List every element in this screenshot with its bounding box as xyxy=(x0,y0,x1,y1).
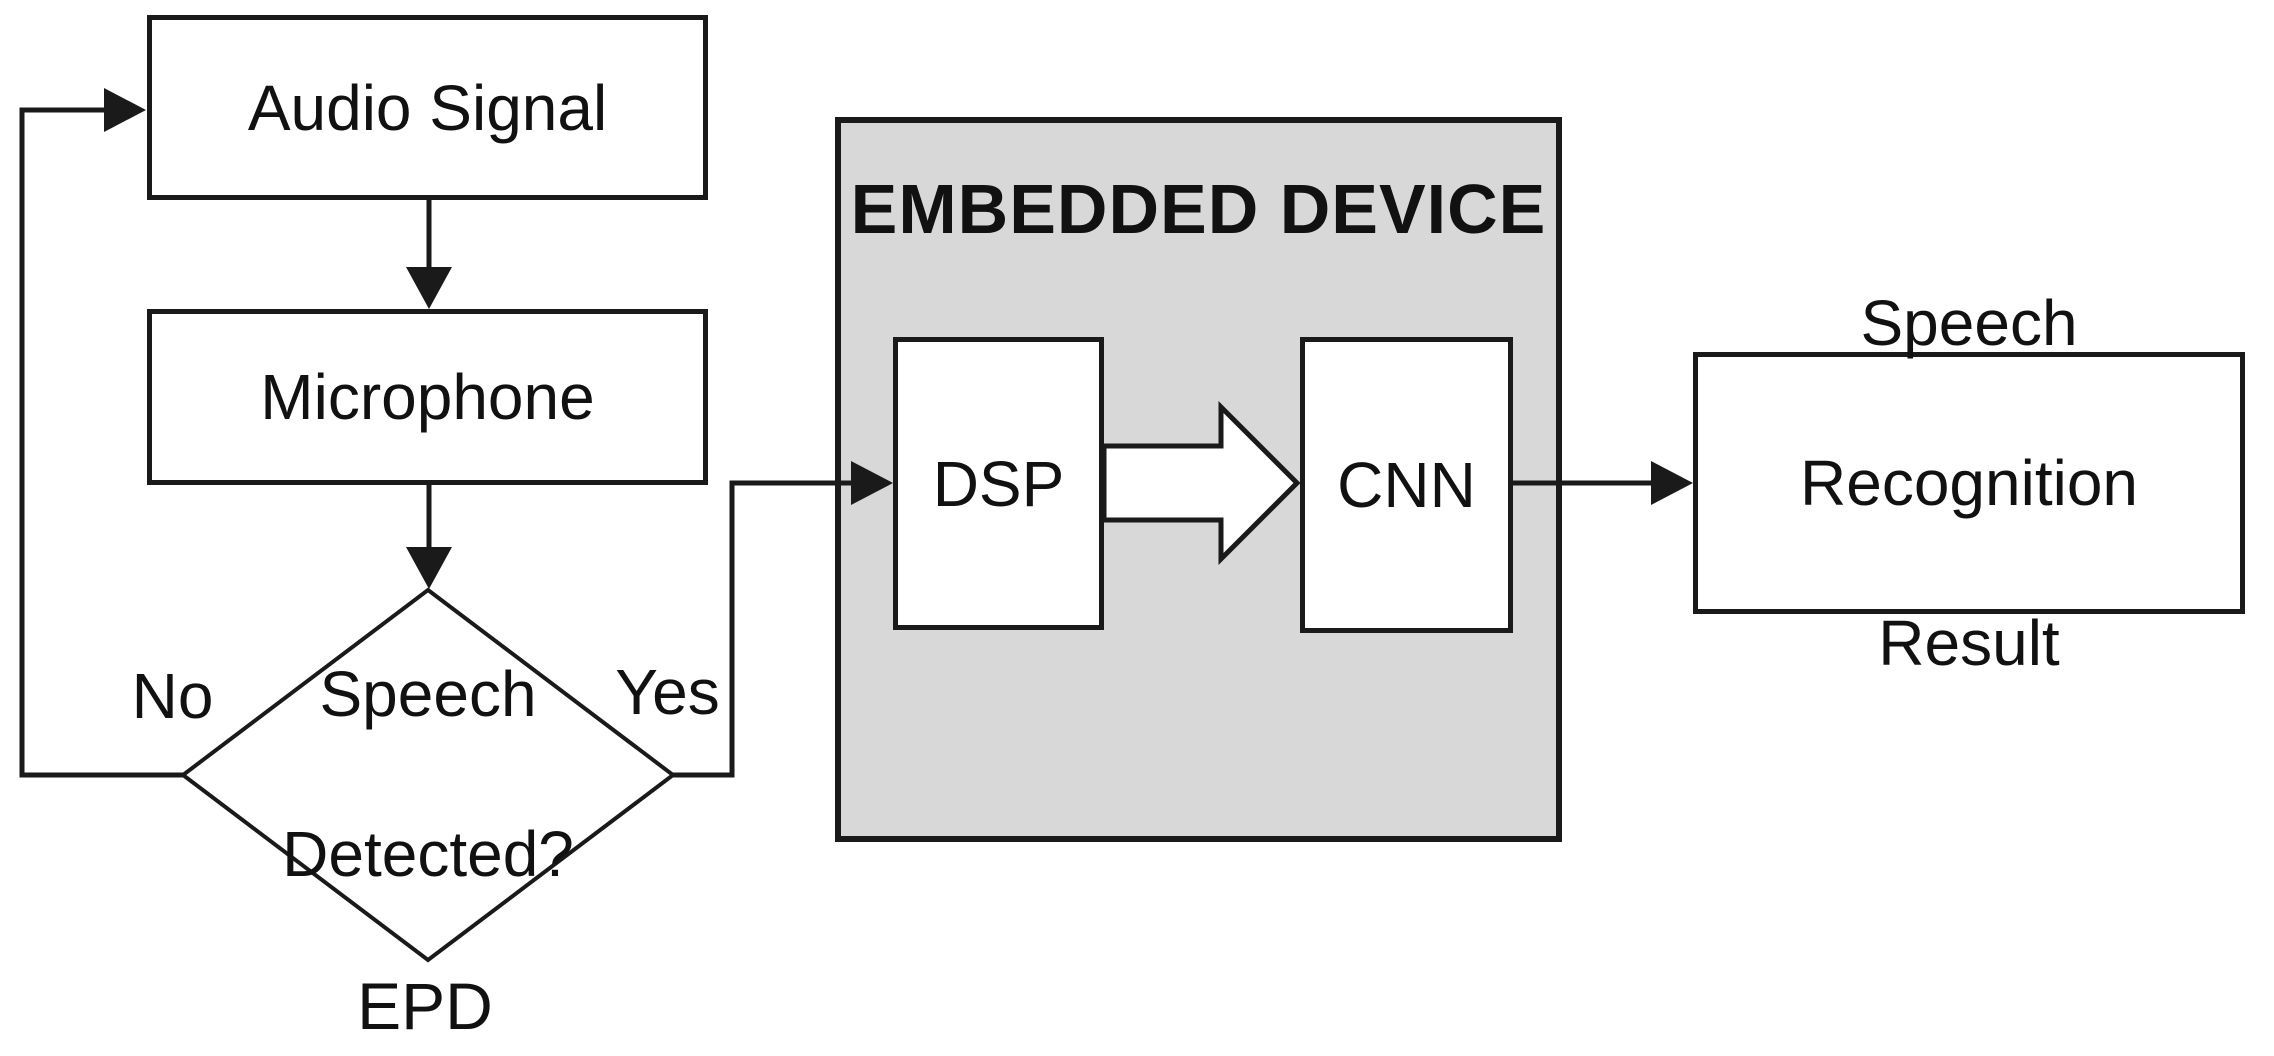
microphone-node: Microphone xyxy=(147,309,708,485)
microphone-label: Microphone xyxy=(260,361,595,433)
speech-recognition-result-node: Speech Recognition Result xyxy=(1693,287,2245,679)
dsp-label: DSP xyxy=(932,447,1065,520)
branch-label-no: No xyxy=(131,660,214,732)
audio-signal-node: Audio Signal xyxy=(147,15,708,200)
cnn-node: CNN xyxy=(1300,337,1513,633)
result-label: Speech Recognition Result xyxy=(1800,287,2138,679)
embedded-device-title: EMBEDDED DEVICE xyxy=(850,170,1547,248)
branch-label-yes: Yes xyxy=(615,656,720,728)
epd-caption: EPD xyxy=(357,969,493,1043)
cnn-label: CNN xyxy=(1337,449,1476,521)
audio-signal-label: Audio Signal xyxy=(247,71,608,144)
dsp-node: DSP xyxy=(893,337,1104,630)
